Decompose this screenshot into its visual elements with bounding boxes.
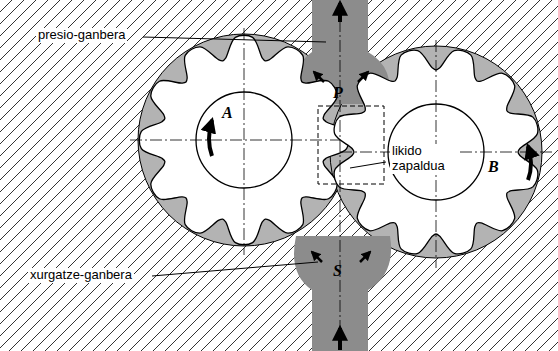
mesh-detail-box — [318, 106, 384, 184]
flow-arrow — [338, 3, 342, 22]
leader-line — [143, 37, 326, 42]
chamber-letter: S — [333, 262, 342, 280]
center-line — [130, 140, 340, 141]
callout-label: likido zapaldua — [390, 144, 460, 174]
center-line — [244, 28, 245, 255]
chamber-label: presio-ganbera — [36, 28, 127, 43]
leader-line — [350, 162, 386, 168]
flow-arrows — [209, 3, 531, 350]
flow-arrow — [314, 72, 324, 82]
chamber-letter: P — [333, 84, 343, 102]
flow-arrow — [360, 252, 370, 262]
chamber-label: xurgatze-ganbera — [28, 268, 134, 283]
leader-lines — [143, 37, 386, 276]
flow-arrow — [358, 72, 368, 82]
center-line — [340, 20, 341, 340]
flow-arrow — [312, 252, 322, 262]
flow-arrow — [338, 328, 342, 350]
gears — [139, 35, 538, 254]
center-lines — [130, 20, 552, 340]
gear-letter: A — [222, 104, 233, 122]
rotation-arrow — [209, 120, 212, 156]
leader-line — [152, 262, 318, 276]
gear-letter: B — [488, 158, 499, 176]
rotation-arrow — [528, 146, 531, 180]
suction-channel — [294, 236, 391, 351]
